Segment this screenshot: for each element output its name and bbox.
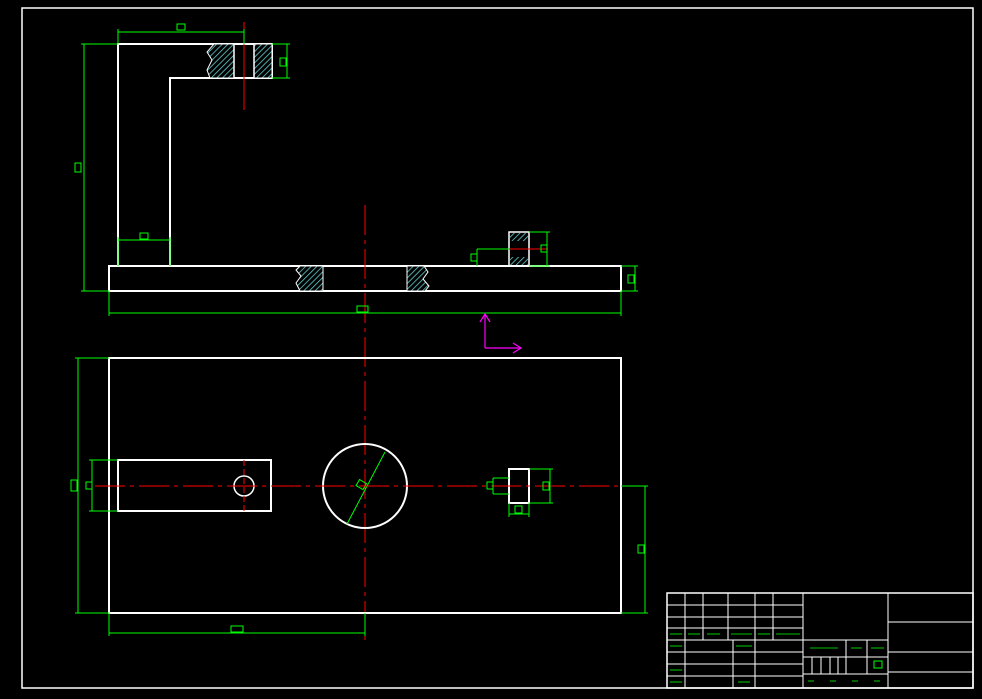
arm-end-hatch (253, 43, 273, 79)
base-section-hatch-left (295, 265, 324, 292)
front-block-hatch-top (510, 233, 528, 241)
large-hole-diameter-leader (346, 451, 386, 525)
ucs-axes-icon (479, 312, 523, 354)
base-section-hatch-right (406, 265, 430, 292)
drawing-border (21, 7, 974, 689)
front-dimensions (74, 23, 638, 316)
arm-section-hatch (206, 43, 235, 79)
large-hole-diameter-text (355, 478, 368, 491)
top-dimensions (70, 357, 648, 636)
front-view[interactable] (74, 22, 638, 645)
top-view[interactable] (70, 357, 648, 636)
front-block-hatch-bottom (510, 257, 528, 265)
title-block[interactable] (666, 592, 974, 689)
title-block-labels (670, 633, 884, 683)
